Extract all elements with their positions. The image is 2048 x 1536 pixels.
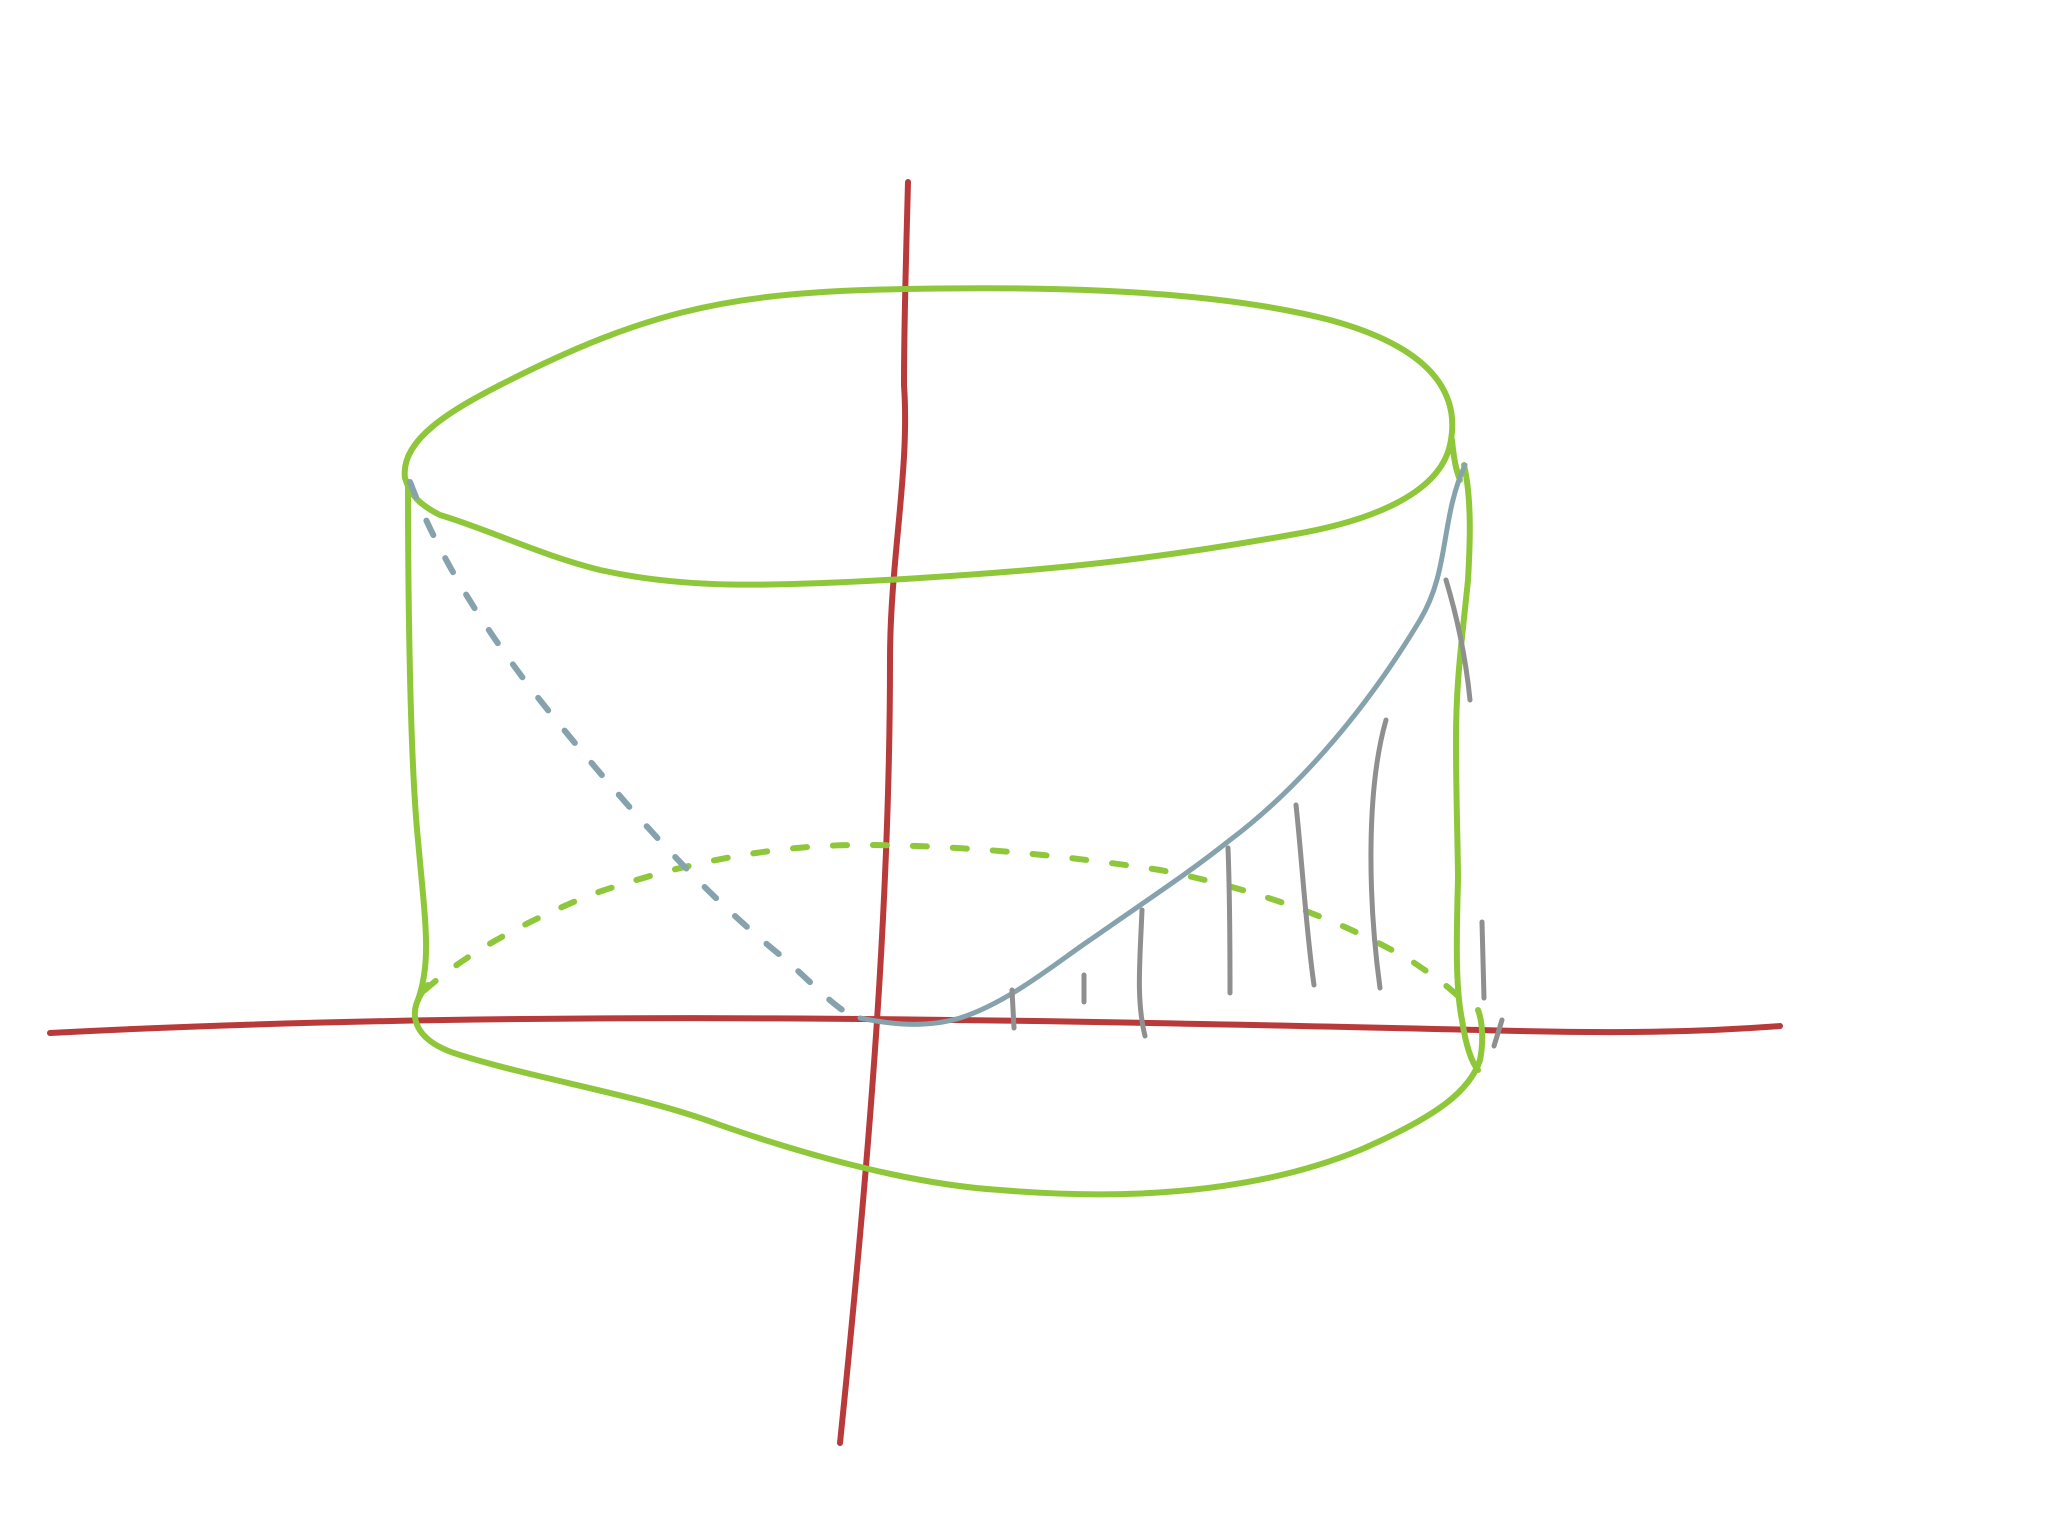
- hatch-line-5: [1293, 802, 1317, 988]
- curve-hidden-segment: [407, 479, 863, 1023]
- cylinder-right-side: [1453, 462, 1481, 1073]
- vertical-axis: [837, 179, 911, 1446]
- cylinder-bottom-front: [411, 982, 1486, 1198]
- hatch-line-1: [1009, 987, 1017, 1031]
- hatch-line-9: [1491, 1017, 1505, 1049]
- cylinder-top-ellipse: [401, 285, 1456, 588]
- hatch-line-7: [1443, 577, 1473, 703]
- hatch-line-6: [1368, 717, 1389, 991]
- cylinder-bottom-back-dashed: [422, 842, 1473, 1013]
- hatch-line-4: [1225, 845, 1233, 996]
- cylinder-left-side: [405, 479, 430, 1003]
- horizontal-axis: [47, 1015, 1783, 1036]
- hatch-line-3: [1136, 907, 1148, 1039]
- hatch-line-8: [1479, 919, 1487, 1001]
- curve-visible-segment: [857, 462, 1468, 1027]
